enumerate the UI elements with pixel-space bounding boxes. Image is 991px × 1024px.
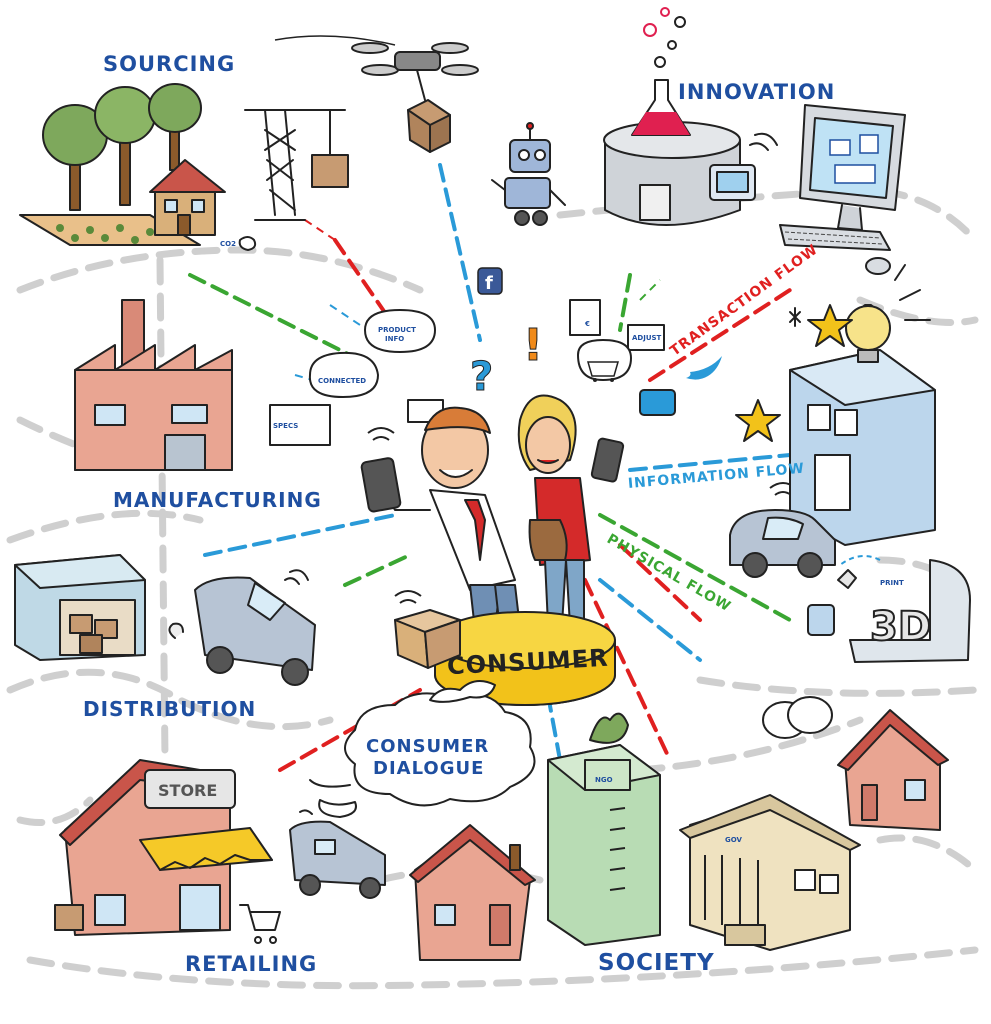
chat-bubbles-icon [762,696,833,739]
house-right [837,709,949,831]
print-text: PRINT [880,579,904,587]
distribution-warehouse [14,554,146,661]
label-distribution: DISTRIBUTION [83,697,257,721]
idea-building [789,349,936,546]
label-sourcing: SOURCING [103,52,236,76]
twitter-icon [686,356,722,380]
product-text: PRODUCT [378,326,416,334]
label-manufacturing: MANUFACTURING [113,488,322,512]
lightbulb-icon [845,264,931,363]
consumer-woman [517,394,625,626]
sourcing-farm: CO2 [19,83,257,251]
consumer-dialogue-cloud [309,680,536,818]
label-consumer-dialogue-line1: CONSUMER [366,736,490,757]
specs-text: SPECS [273,422,298,430]
star-icon [735,304,853,442]
ngo-text: NGO [595,776,613,784]
co2-label: CO2 [220,240,236,248]
label-society: SOCIETY [598,950,715,976]
innovation-lab [603,121,778,226]
label-consumer-dialogue-line2: DIALOGUE [373,758,485,779]
shopping-cart-icon [239,904,281,944]
package-box [394,609,461,669]
3d-printer: 3D PRINT [807,555,971,663]
flow-lines [188,163,792,772]
label-innovation: INNOVATION [678,80,836,104]
manufacturing-factory [74,299,233,471]
gov-text: GOV [725,836,743,844]
facebook-icon: f [477,267,503,295]
adjust-text: ADJUST [632,334,662,342]
flask-icon [631,7,691,136]
drone-icon [274,35,479,153]
3d-text: 3D [870,604,931,650]
store-sign: STORE [158,781,217,800]
svg-text:!: ! [523,320,543,371]
robot-icon [491,122,566,226]
shopping-cart-icon [587,361,619,382]
euro-text: € [584,320,590,328]
label-retailing: RETAILING [185,952,318,976]
smart-car [729,509,836,578]
house-center [409,824,536,961]
retail-store: STORE [54,759,273,936]
gov-building: GOV [679,794,861,951]
question-mark-icon: ? [470,354,494,401]
delivery-van [168,569,316,686]
svg-text:f: f [485,273,493,294]
connected-text: CONNECTED [318,377,366,385]
info-text: INFO [385,335,404,343]
phone-bubbles: SPECS CONNECTED PRODUCT INFO € ADJUST [269,299,676,446]
crane-icon [244,109,346,221]
delivery-van-small [289,809,386,899]
svg-text:?: ? [470,354,493,400]
exclamation-icon: ! [523,320,544,372]
ngo-building: NGO [547,712,661,946]
computer-icon [779,104,906,275]
